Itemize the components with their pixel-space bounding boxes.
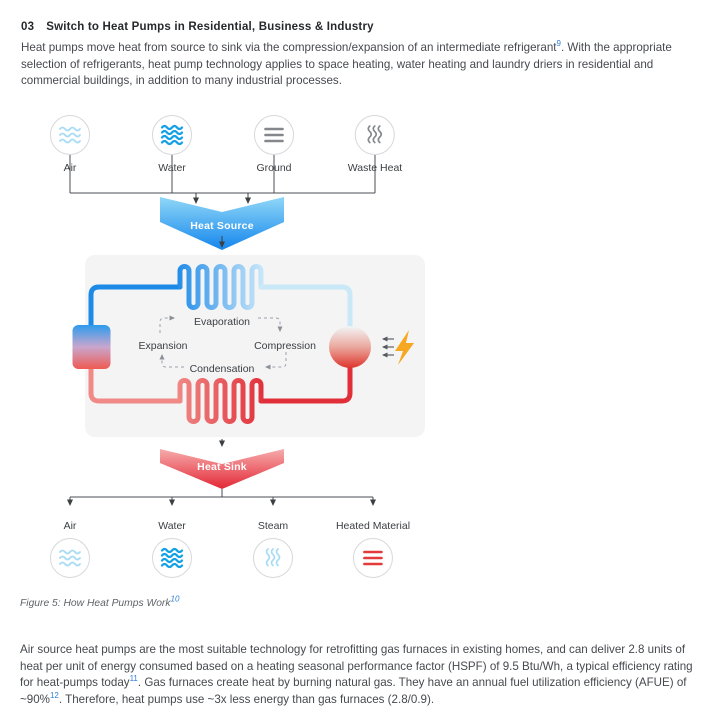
sink-node-steam: Steam — [253, 520, 293, 578]
sink-label-steam: Steam — [257, 520, 289, 532]
source-circle-air — [50, 115, 90, 155]
waste-heat-steam-icon — [367, 125, 383, 144]
refrigerant-pipes — [88, 264, 353, 424]
sink-circle-water — [152, 538, 192, 578]
intro-text-a: Heat pumps move heat from source to sink… — [21, 41, 557, 54]
lightning-bolt-icon — [395, 330, 414, 365]
sink-circle-steam — [253, 538, 293, 578]
source-node-waste-heat: Waste Heat — [348, 115, 402, 174]
energy-input-arrows — [382, 336, 394, 358]
source-label-water: Water — [158, 162, 186, 174]
cycle-panel — [85, 255, 425, 437]
heat-sink-arrow — [160, 449, 284, 489]
source-node-water: Water — [152, 115, 192, 174]
source-label-ground: Ground — [256, 162, 292, 174]
outro-paragraph: Air source heat pumps are the most suita… — [20, 642, 700, 708]
air-waves-icon — [59, 549, 81, 567]
ground-lines-icon — [264, 127, 284, 143]
expansion-label: Expansion — [138, 340, 188, 352]
source-circle-ground — [254, 115, 294, 155]
section-title: Switch to Heat Pumps in Residential, Bus… — [46, 21, 374, 33]
cycle-step-arrows — [159, 315, 287, 370]
source-label-waste-heat: Waste Heat — [347, 162, 403, 174]
section-number: 03 — [21, 21, 35, 33]
heat-source-arrow-label: Heat Source — [190, 220, 254, 232]
footnote-link-12[interactable]: 12 — [49, 690, 59, 700]
source-inflow-arrows — [193, 193, 251, 248]
sink-connectors — [67, 489, 376, 506]
source-connectors — [69, 155, 376, 194]
source-circle-waste-heat — [355, 115, 395, 155]
sink-node-air: Air — [50, 520, 90, 578]
source-node-air: Air — [50, 115, 90, 174]
footnote-link-10[interactable]: 10 — [170, 594, 180, 604]
evaporation-coil — [177, 264, 264, 310]
condensation-label: Condensation — [189, 363, 255, 375]
water-waves-icon — [160, 547, 184, 569]
heated-material-lines-icon — [363, 550, 383, 566]
outro-text-a: Air source heat pumps are the most suita… — [20, 643, 693, 690]
intro-paragraph: Heat pumps move heat from source to sink… — [21, 40, 699, 90]
water-waves-icon — [160, 124, 184, 146]
figure-caption-text: Figure 5: How Heat Pumps Work — [20, 598, 171, 609]
footnote-link-11[interactable]: 11 — [129, 674, 138, 684]
section-heading: 03 Switch to Heat Pumps in Residential, B… — [21, 21, 374, 33]
outro-text-c: . Therefore, heat pumps use ~3x less ene… — [58, 692, 435, 706]
sink-label-air: Air — [63, 520, 77, 532]
footnote-link-9[interactable]: 9 — [556, 39, 561, 49]
sink-label-water: Water — [158, 520, 186, 532]
figure-caption: Figure 5: How Heat Pumps Work10 — [20, 594, 180, 609]
condensation-coil — [177, 378, 264, 424]
heat-sink-arrow-label: Heat Sink — [197, 461, 247, 473]
source-node-ground: Ground — [254, 115, 294, 174]
sink-circle-air — [50, 538, 90, 578]
compression-label: Compression — [254, 340, 316, 352]
steam-waves-icon — [265, 548, 281, 567]
source-circle-water — [152, 115, 192, 155]
sink-node-water: Water — [152, 520, 192, 578]
evaporation-label: Evaporation — [193, 316, 251, 328]
compressor — [329, 326, 371, 368]
sink-node-heated-material: Heated Material — [336, 520, 410, 578]
air-waves-icon — [59, 126, 81, 144]
source-label-air: Air — [63, 162, 77, 174]
outro-text-b: . Gas furnaces create heat by burning na… — [20, 676, 687, 706]
intro-text-b: . With the appropriate selection of refr… — [21, 41, 672, 88]
expansion-valve — [72, 325, 111, 369]
sink-circle-heated-material — [353, 538, 393, 578]
sink-label-heated-material: Heated Material — [335, 520, 411, 532]
heat-source-arrow — [160, 197, 284, 250]
